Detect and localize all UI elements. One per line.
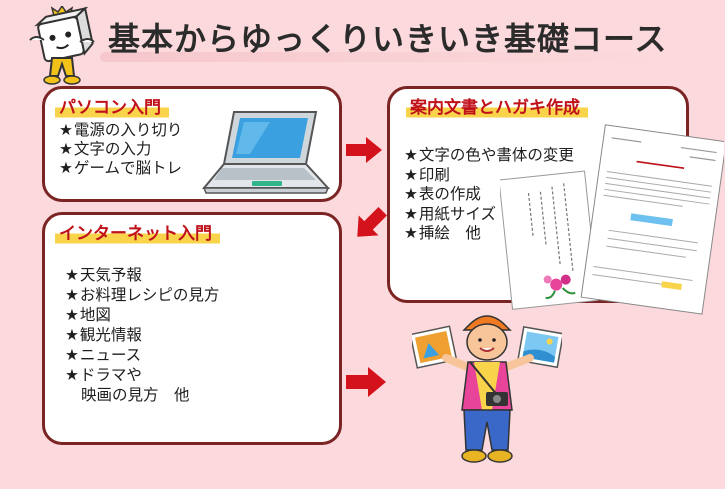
list-item: ★ゲームで脳トレ <box>59 159 182 177</box>
arrow-right-icon <box>346 137 382 163</box>
list-item: ★印刷 <box>404 165 450 184</box>
list-item: ★天気予報 <box>65 266 142 284</box>
list-item: ★ニュース <box>65 346 142 364</box>
person-icon <box>412 315 562 463</box>
page-title: 基本からゆっくりいきいき基礎コース <box>108 20 668 58</box>
list-item-continuation: 映画の見方 他 <box>81 386 190 404</box>
list-item: ★地図 <box>65 306 111 324</box>
section-doc-items: ★文字の色や書体の変更 ★印刷 ★表の作成 ★用紙サイズ ★挿絵 他 <box>404 146 574 244</box>
section-pc-intro: パソコン入門 ★電源の入り切り ★文字の入力 ★ゲームで脳トレ <box>42 86 342 202</box>
list-item: ★用紙サイズ <box>404 204 496 223</box>
list-item: ★文字の色や書体の変更 <box>404 146 574 164</box>
section-pc-title: パソコン入門 <box>55 93 169 119</box>
document-icon <box>500 124 724 315</box>
arrow-right-icon <box>346 367 386 397</box>
section-doc-title: 案内文書とハガキ作成 <box>406 93 588 119</box>
list-item: ★文字の入力 <box>59 140 152 158</box>
list-item: ★観光情報 <box>65 326 142 344</box>
section-pc-items: ★電源の入り切り ★文字の入力 ★ゲームで脳トレ <box>59 121 182 178</box>
list-item: ★表の作成 <box>404 185 481 203</box>
list-item: ★お料理レシピの見方 <box>65 286 220 304</box>
title-underline <box>100 52 660 62</box>
arrow-down-left-icon <box>357 207 387 237</box>
list-item: ★電源の入り切り <box>59 121 183 139</box>
list-item: ★挿絵 他 <box>404 224 481 242</box>
laptop-icon <box>201 111 330 194</box>
list-item: ★ドラマや <box>65 366 142 384</box>
mascot-icon <box>29 6 95 85</box>
section-net-items: ★天気予報 ★お料理レシピの見方 ★地図 ★観光情報 ★ニュース ★ドラマや 映… <box>65 265 219 405</box>
section-net-title: インターネット入門 <box>55 219 220 245</box>
section-internet-intro: インターネット入門 ★天気予報 ★お料理レシピの見方 ★地図 ★観光情報 ★ニュ… <box>42 212 342 445</box>
